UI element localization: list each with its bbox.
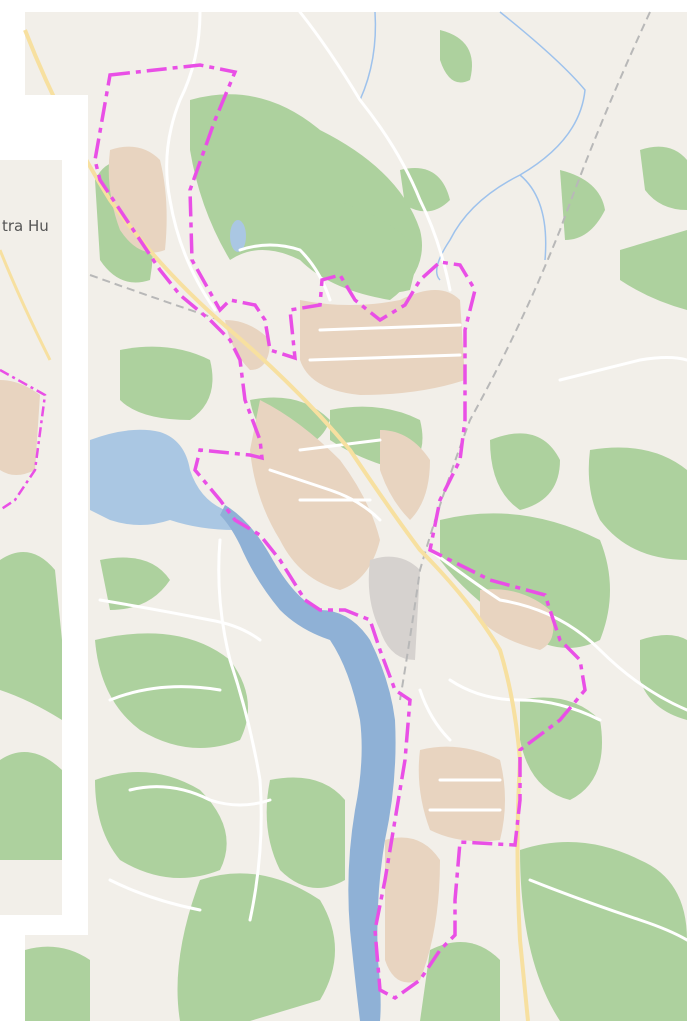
railway (89, 11, 651, 701)
road (558, 356, 687, 382)
road (318, 323, 462, 332)
forest-patch (640, 146, 687, 210)
residential-zone (300, 290, 465, 395)
main-map-tile[interactable] (23, 10, 687, 1021)
residential-zone (418, 746, 505, 842)
road (108, 685, 222, 702)
road (448, 678, 602, 722)
river (220, 505, 396, 1021)
main-road (23, 29, 530, 1021)
forest-patch (266, 777, 345, 888)
residential-areas (108, 146, 554, 983)
forest-patch (95, 772, 227, 878)
inset-forest (0, 752, 62, 860)
road (165, 10, 217, 312)
streams (359, 11, 586, 281)
road (308, 353, 462, 362)
forest-patch (420, 942, 500, 1021)
forest-patch (440, 30, 472, 83)
forest-patch (560, 170, 605, 240)
railway-line (399, 11, 651, 701)
road (128, 785, 272, 807)
forest-patch (400, 168, 450, 212)
forest-patch (620, 230, 687, 310)
road (268, 468, 382, 522)
inset-boundary-line (0, 368, 47, 512)
railway-line (89, 274, 221, 321)
road (298, 10, 452, 292)
small-lake (230, 220, 246, 252)
residential-zone (250, 400, 380, 590)
residential-zone (385, 837, 440, 983)
road (428, 548, 687, 712)
forest-patch (177, 873, 335, 1021)
lake (90, 429, 237, 530)
forest-patch (95, 633, 248, 748)
forest-patch (330, 200, 420, 294)
forest-patch (100, 557, 170, 610)
residential-zone (380, 430, 430, 520)
residential-zone (480, 589, 554, 650)
forest-patch (588, 447, 687, 560)
stream (519, 174, 547, 261)
forest-patch (640, 635, 687, 720)
boundary-line (93, 63, 587, 1001)
inset-main-road (0, 249, 52, 361)
forest-patch (520, 697, 602, 800)
road (298, 438, 382, 452)
forest-patch (120, 346, 213, 420)
inset-residential (0, 380, 40, 475)
road (108, 878, 202, 912)
forest-patch (25, 946, 90, 1021)
stream (359, 11, 377, 101)
forest-patch (520, 842, 687, 1021)
residential-zone (108, 146, 167, 253)
road (528, 878, 687, 942)
industrial-area (368, 556, 420, 660)
inset-map-panel[interactable]: tra Hu (0, 95, 88, 935)
forest-patch (440, 513, 610, 648)
place-label: tra Hu (2, 217, 49, 235)
road (217, 538, 263, 922)
road (98, 598, 262, 642)
road (418, 688, 452, 742)
stream (435, 11, 586, 281)
inset-forest (0, 552, 62, 720)
forest-patch (490, 433, 560, 510)
